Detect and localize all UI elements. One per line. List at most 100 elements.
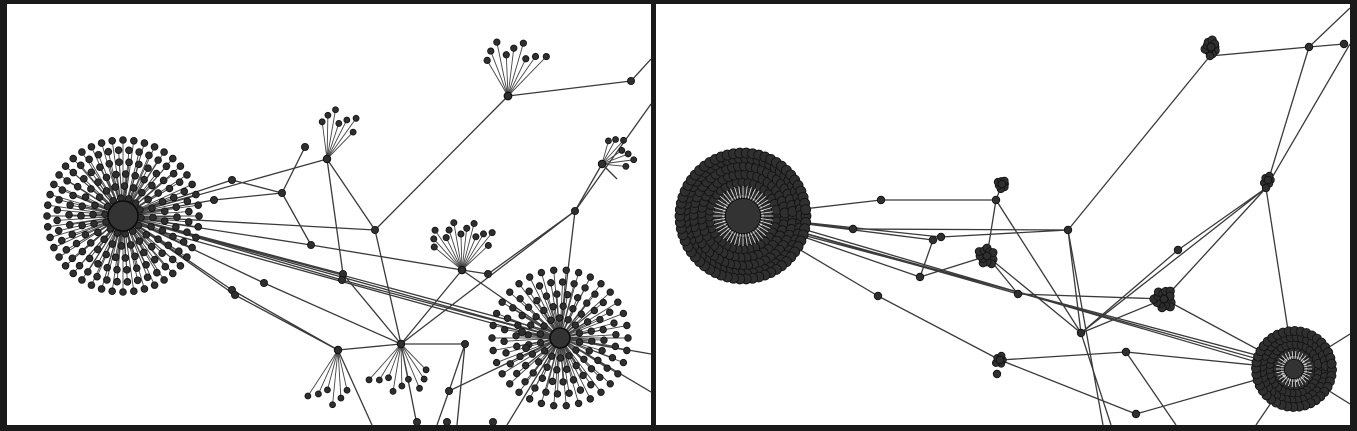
spoke-highlight xyxy=(1291,378,1294,387)
leaf-edge xyxy=(559,337,567,406)
leaf-node xyxy=(78,148,86,156)
spoke-highlight xyxy=(1298,353,1304,361)
leaf-node xyxy=(192,190,200,199)
spoke-highlight xyxy=(1288,378,1292,387)
leaf-node xyxy=(154,235,162,244)
spoke-highlight xyxy=(1276,370,1285,374)
leaf-node xyxy=(542,52,550,61)
leaf-node xyxy=(503,314,512,323)
network-edge xyxy=(122,215,236,296)
network-edge xyxy=(213,192,283,201)
leaf-node xyxy=(172,203,181,211)
leaf-node xyxy=(50,180,58,189)
leaf-node xyxy=(553,390,562,398)
leaf-node xyxy=(574,268,583,277)
leaf-node xyxy=(483,56,491,64)
spoke-highlight xyxy=(1281,376,1288,383)
leaf-node xyxy=(315,390,322,398)
network-node xyxy=(413,418,421,425)
leaf-node xyxy=(445,226,453,234)
leaf-node xyxy=(73,182,82,191)
leaf-node xyxy=(112,170,120,179)
spoke-highlight xyxy=(720,196,730,205)
spoke-highlight xyxy=(745,233,748,246)
leaf-node xyxy=(540,347,549,355)
leaf-node xyxy=(55,171,63,179)
network-edge xyxy=(122,158,328,217)
network-node xyxy=(370,225,379,234)
leaf-node xyxy=(565,352,573,360)
leaf-node xyxy=(46,190,54,199)
spoke-highlight xyxy=(759,223,771,229)
panel-right-compact-layout xyxy=(656,4,1350,425)
hub-node xyxy=(107,200,139,232)
leaf-node xyxy=(80,175,88,183)
leaf-node xyxy=(558,278,567,286)
leaf-node xyxy=(168,269,177,278)
leaf-node xyxy=(571,321,580,329)
leaf-node xyxy=(600,336,608,344)
spoke-highlight xyxy=(726,190,734,202)
leaf-node xyxy=(553,290,561,298)
leaf-node xyxy=(158,226,167,235)
hub-cluster-left-second xyxy=(488,266,632,410)
leaf-edge xyxy=(507,43,524,97)
leaf-node xyxy=(562,266,570,274)
spoke-highlight xyxy=(730,232,736,244)
leaf-node xyxy=(540,322,548,330)
leaf-node xyxy=(94,260,102,268)
leaf-node xyxy=(559,302,567,310)
leaf-node xyxy=(606,380,614,388)
leaf-node xyxy=(140,285,149,293)
leaf-node xyxy=(586,273,595,281)
leaf-edge xyxy=(434,230,463,271)
network-graph-right xyxy=(674,7,1350,425)
leaf-node xyxy=(161,262,170,271)
leaf-edge xyxy=(553,270,561,339)
network-graph-left xyxy=(43,38,651,425)
leaf-edge xyxy=(307,349,339,397)
leaf-node xyxy=(175,178,184,186)
network-edge xyxy=(461,269,489,275)
spoke-highlight xyxy=(734,233,739,245)
leaf-node xyxy=(123,278,132,286)
leaf-node xyxy=(78,202,86,210)
spoke-highlight xyxy=(717,225,729,233)
leaf-node xyxy=(160,217,169,225)
leaf-node xyxy=(516,352,524,361)
leaf-node xyxy=(90,220,98,228)
leaf-node xyxy=(524,331,532,339)
leaf-node xyxy=(168,255,177,264)
leaf-node xyxy=(540,306,548,315)
leaf-node xyxy=(78,276,86,284)
leaf-edge xyxy=(326,119,348,160)
leaf-node xyxy=(489,321,497,330)
leaf-node xyxy=(553,366,561,374)
network-node xyxy=(300,142,309,151)
leaf-node xyxy=(324,386,331,394)
leaf-node xyxy=(335,120,343,127)
leaf-node xyxy=(43,212,51,220)
spoke-highlight xyxy=(752,230,760,242)
leaf-node xyxy=(535,282,544,290)
leaf-node xyxy=(575,338,584,346)
network-edge xyxy=(1163,187,1267,300)
leaf-node xyxy=(114,146,123,154)
network-node xyxy=(259,278,268,287)
leaf-edge xyxy=(326,118,357,160)
leaf-node xyxy=(524,303,533,311)
leaf-node xyxy=(585,347,593,355)
leaf-node xyxy=(480,230,488,238)
leaf-node xyxy=(72,239,81,248)
leaf-node xyxy=(493,38,501,46)
leaf-node xyxy=(179,238,188,246)
network-node xyxy=(991,195,1001,205)
leaf-node xyxy=(131,252,139,261)
leaf-node xyxy=(623,321,631,330)
network-node xyxy=(982,251,992,261)
leaf-node xyxy=(599,298,607,307)
leaf-node xyxy=(337,394,345,402)
leaf-node xyxy=(525,395,534,403)
network-edge xyxy=(1265,46,1310,189)
leaf-node xyxy=(183,171,191,179)
